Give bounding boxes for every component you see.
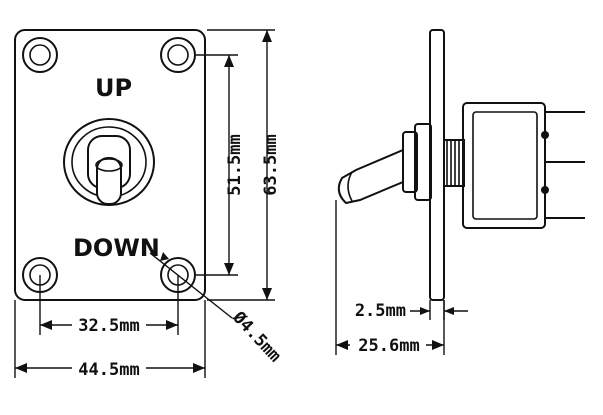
bushing-nut: [414, 123, 432, 201]
side-view: 2.5mm 25.6mm: [335, 29, 585, 356]
mounting-hole-top-right: [160, 37, 196, 73]
down-label: DOWN: [73, 234, 160, 262]
up-label: UP: [95, 74, 132, 102]
dimension-hole-width: 32.5mm: [39, 275, 179, 336]
hole-width-value: 32.5mm: [78, 316, 139, 336]
hole-height-value: 51.5mm: [225, 134, 245, 195]
toggle-lever-front: [63, 118, 155, 206]
mounting-hole-top-left: [22, 37, 58, 73]
plate-edge: [429, 29, 445, 301]
outer-width-value: 44.5mm: [78, 360, 139, 380]
outer-height-value: 63.5mm: [261, 134, 281, 195]
side-depth-value: 25.6mm: [358, 336, 419, 356]
terminals: [541, 111, 585, 219]
front-view: UP DOWN 63.5mm 51.5mm 32.5mm: [14, 29, 285, 380]
dimension-outer-height: 63.5mm: [207, 29, 281, 301]
switch-housing: [462, 102, 546, 229]
mounting-plate: [14, 29, 206, 301]
dimension-hole-diameter: Ø4.5mm: [149, 252, 285, 366]
plate-thickness-value: 2.5mm: [355, 301, 406, 321]
dimension-plate-thickness: 2.5mm: [355, 300, 468, 321]
dimension-side-depth: 25.6mm: [335, 200, 445, 356]
toggle-lever-side: [337, 148, 404, 205]
dimension-outer-width: 44.5mm: [14, 300, 206, 380]
dimension-hole-height: 51.5mm: [196, 54, 245, 276]
hole-diameter-value: Ø4.5mm: [228, 307, 285, 366]
